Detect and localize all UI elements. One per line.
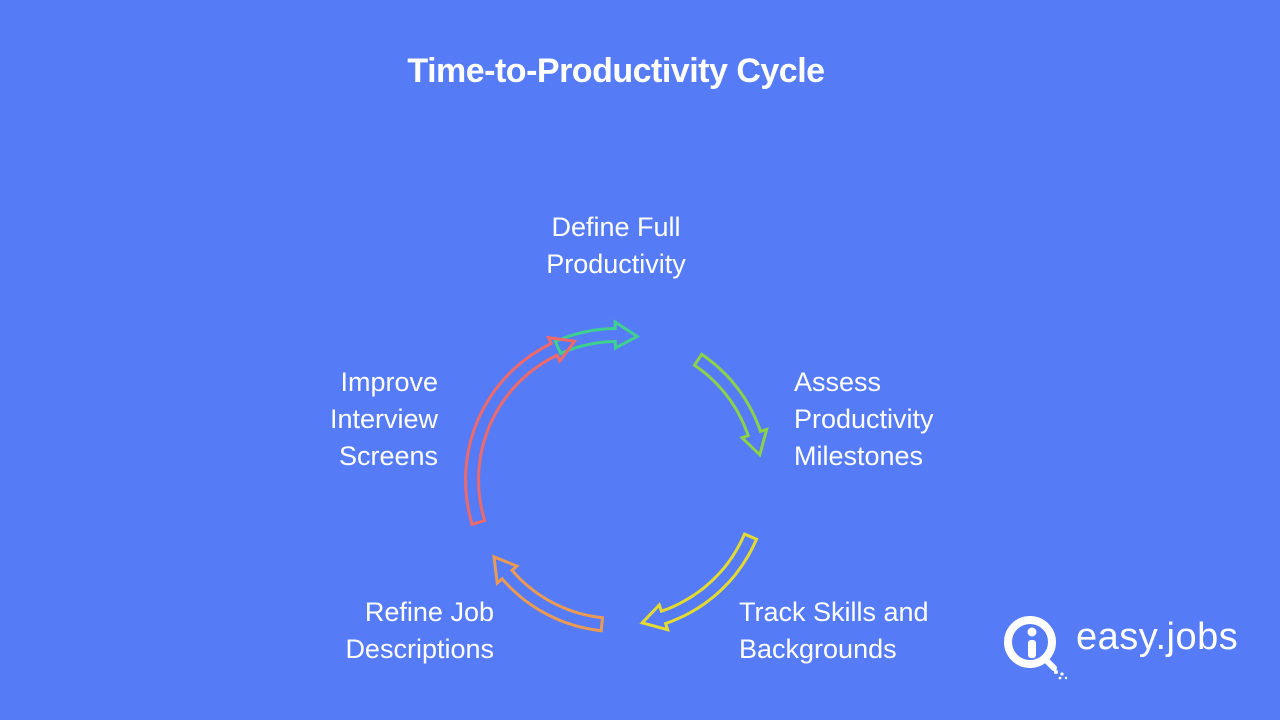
arrow-track-icon: [639, 532, 759, 632]
step-label-refine-job-descriptions: Refine Job Descriptions: [345, 597, 494, 664]
easyjobs-logo-icon: [1004, 616, 1068, 680]
arrow-define-icon: [553, 319, 641, 356]
step-label-track-skills-and-backgrounds: Track Skills and Backgrounds: [739, 597, 929, 664]
brand-logo: easy.jobs: [1000, 612, 1270, 682]
arrow-improve-icon: [463, 335, 578, 527]
brand-name: easy.jobs: [1076, 616, 1239, 658]
arrow-refine-icon: [492, 554, 605, 633]
step-label-define-full-productivity: Define Full Productivity: [546, 212, 686, 279]
step-label-assess-productivity-milestones: Assess Productivity Milestones: [794, 367, 934, 471]
arrow-assess-icon: [692, 352, 769, 458]
diagram-title: Time-to-Productivity Cycle: [407, 52, 825, 90]
step-label-improve-interview-screens: Improve Interview Screens: [329, 367, 438, 471]
